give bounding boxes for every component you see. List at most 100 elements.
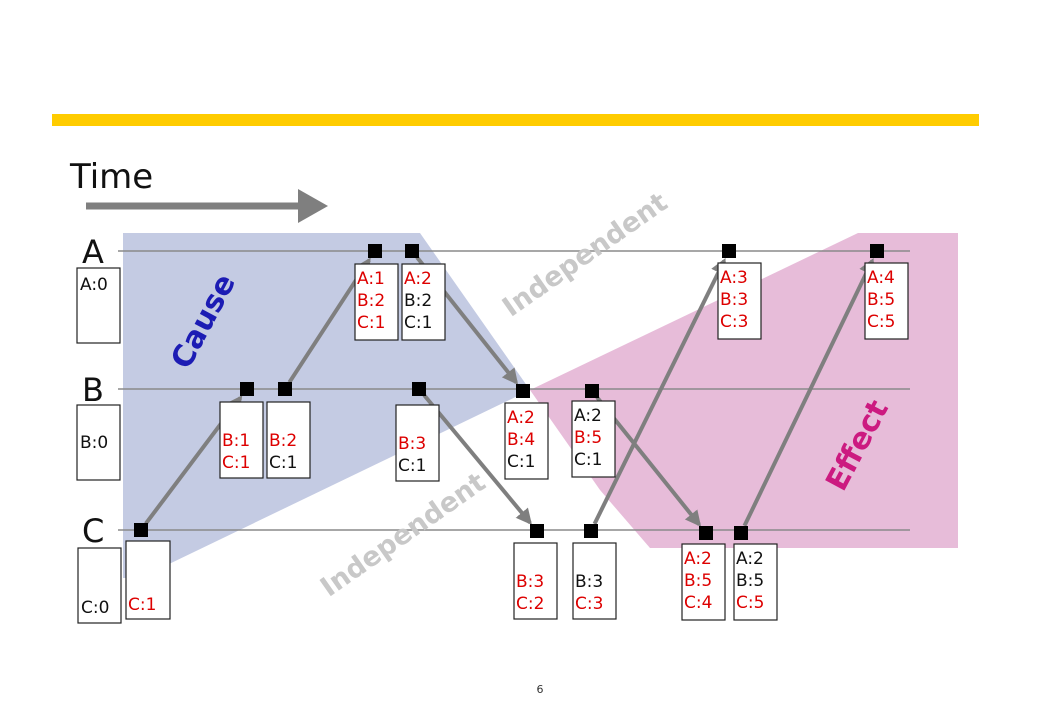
effect-region bbox=[530, 233, 958, 548]
event-marker-a2 bbox=[405, 244, 419, 258]
vector-clock-box-a4 bbox=[864, 262, 909, 340]
vector-clock-box-c2 bbox=[513, 542, 558, 620]
event-marker-b5 bbox=[585, 384, 599, 398]
process-label-a: A bbox=[82, 233, 104, 271]
vector-clock-entry: C:3 bbox=[575, 594, 603, 614]
vector-clock-b5: A:2B:5C:1 bbox=[571, 400, 616, 478]
event-marker-a4 bbox=[870, 244, 884, 258]
vector-clock-entry: C:2 bbox=[516, 594, 544, 614]
timeline-a: A bbox=[82, 233, 910, 271]
event-marker-b3 bbox=[412, 382, 426, 396]
initial-clock-a-text: A:0 bbox=[80, 275, 108, 295]
vector-clock-box-c1 bbox=[125, 540, 171, 620]
vector-clock-entry: B:2 bbox=[404, 291, 432, 311]
event-marker-c4 bbox=[699, 526, 713, 540]
vector-clock-a3: A:3B:3C:3 bbox=[717, 262, 762, 340]
vector-clock-entry: B:1 bbox=[222, 431, 250, 451]
vector-clock-box-a1 bbox=[354, 263, 399, 341]
vector-clock-c2: B:3C:2 bbox=[513, 542, 558, 620]
message-arrow-b3-to-c2 bbox=[422, 393, 533, 526]
vector-clock-a4: A:4B:5C:5 bbox=[864, 262, 909, 340]
vector-clock-c3: B:3C:3 bbox=[572, 542, 617, 620]
event-marker-b2 bbox=[278, 382, 292, 396]
vector-clock-b2: B:2C:1 bbox=[266, 401, 311, 479]
initial-clock-a: A:0 bbox=[76, 267, 121, 344]
vector-clock-entry: A:2 bbox=[736, 549, 764, 569]
initial-clock-b-text: B:0 bbox=[80, 433, 108, 453]
cause-region bbox=[123, 233, 530, 578]
vector-clock-entry: A:4 bbox=[867, 268, 895, 288]
vector-clock-b4: A:2B:4C:1 bbox=[504, 402, 549, 480]
vector-clock-c1: C:1 bbox=[125, 540, 171, 620]
vector-clock-box-b1 bbox=[219, 401, 264, 479]
vector-clock-entry: B:2 bbox=[357, 291, 385, 311]
vector-clock-box-c5 bbox=[733, 543, 778, 621]
vector-clock-entry: C:1 bbox=[507, 452, 535, 472]
vector-clock-entry: A:1 bbox=[357, 269, 385, 289]
vector-clock-entry: B:5 bbox=[736, 571, 764, 591]
vector-clock-entry: C:1 bbox=[404, 313, 432, 333]
vector-clock-entry: C:1 bbox=[357, 313, 385, 333]
vector-clock-entry: C:1 bbox=[128, 595, 156, 615]
vector-clock-entry: B:4 bbox=[507, 430, 535, 450]
vector-clock-entry: A:2 bbox=[574, 406, 602, 426]
vector-clock-entry: C:1 bbox=[222, 453, 250, 473]
event-marker-c1 bbox=[134, 523, 148, 537]
message-arrow-c5-to-a4 bbox=[742, 258, 875, 527]
vector-clock-entry: C:3 bbox=[720, 312, 748, 332]
vector-clock-entry: B:5 bbox=[867, 290, 895, 310]
independent-label-upper: Independent bbox=[497, 187, 673, 323]
event-marker-b1 bbox=[240, 382, 254, 396]
vector-clock-entry: A:2 bbox=[507, 408, 535, 428]
vector-clock-c5: A:2B:5C:5 bbox=[733, 543, 778, 621]
time-arrow-icon bbox=[86, 189, 328, 223]
vector-clock-box-c4 bbox=[681, 543, 726, 621]
vector-clock-box-b4 bbox=[504, 402, 549, 480]
message-arrow-c3-to-a3 bbox=[592, 257, 726, 525]
vector-clock-entry: B:3 bbox=[516, 572, 544, 592]
event-marker-c5 bbox=[734, 526, 748, 540]
vector-clock-box-b5 bbox=[571, 400, 616, 478]
vector-clock-entry: A:3 bbox=[720, 268, 748, 288]
vector-clocks: C:1B:1C:1B:2C:1A:1B:2C:1A:2B:2C:1B:3C:1A… bbox=[125, 262, 909, 621]
initial-clock-c-text: C:0 bbox=[81, 598, 109, 618]
vector-clock-b3: B:3C:1 bbox=[395, 404, 440, 482]
event-markers bbox=[134, 244, 884, 540]
vector-clock-entry: C:5 bbox=[736, 593, 764, 613]
vector-clock-entry: B:2 bbox=[269, 431, 297, 451]
vector-clock-box-b3 bbox=[395, 404, 440, 482]
process-label-b: B bbox=[82, 371, 104, 409]
vector-clock-entry: B:5 bbox=[574, 428, 602, 448]
vector-clock-a2: A:2B:2C:1 bbox=[401, 263, 446, 341]
event-marker-c3 bbox=[584, 524, 598, 538]
time-label: Time bbox=[69, 157, 153, 197]
vector-clock-a1: A:1B:2C:1 bbox=[354, 263, 399, 341]
vector-clock-entry: C:1 bbox=[398, 456, 426, 476]
vector-clock-entry: C:1 bbox=[574, 450, 602, 470]
initial-clock-b: B:0 bbox=[76, 404, 121, 481]
title-accent-bar bbox=[52, 114, 979, 126]
vector-clock-box-b2 bbox=[266, 401, 311, 479]
vector-clock-entry: C:5 bbox=[867, 312, 895, 332]
timeline-c: C bbox=[82, 512, 910, 550]
vector-clock-entry: A:2 bbox=[684, 549, 712, 569]
vector-clock-box-a3 bbox=[717, 262, 762, 340]
vector-clock-b1: B:1C:1 bbox=[219, 401, 264, 479]
vector-clock-entry: B:3 bbox=[575, 572, 603, 592]
event-marker-a3 bbox=[722, 244, 736, 258]
vector-clock-entry: B:5 bbox=[684, 571, 712, 591]
vector-clock-entry: C:1 bbox=[269, 453, 297, 473]
vector-clock-entry: C:4 bbox=[684, 593, 712, 613]
vector-clock-box-c3 bbox=[572, 542, 617, 620]
initial-clock-c: C:0 bbox=[77, 547, 122, 624]
vector-clock-c4: A:2B:5C:4 bbox=[681, 543, 726, 621]
page-number: 6 bbox=[536, 683, 544, 696]
event-marker-c2 bbox=[530, 524, 544, 538]
process-label-c: C bbox=[82, 512, 104, 550]
independent-label-lower: Independent bbox=[315, 467, 491, 603]
vector-clock-box-a2 bbox=[401, 263, 446, 341]
vector-clock-entry: A:2 bbox=[404, 269, 432, 289]
vector-clock-entry: B:3 bbox=[720, 290, 748, 310]
vector-clock-entry: B:3 bbox=[398, 434, 426, 454]
